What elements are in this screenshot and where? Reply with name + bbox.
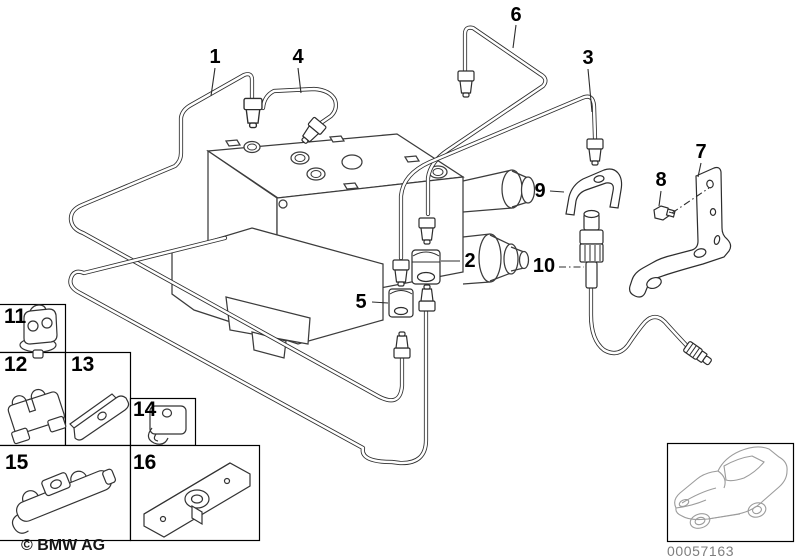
coupling-2: [411, 249, 441, 285]
bolt-8: [653, 205, 676, 221]
fitting-pipe-6: [457, 70, 475, 98]
car-thumbnail-box: [666, 442, 795, 543]
callout-14: 14: [133, 398, 157, 421]
abs-hydraulic-unit: [171, 133, 536, 359]
copyright-text: © BMW AG: [21, 537, 106, 554]
callout-8: 8: [655, 169, 667, 191]
callout-1: 1: [209, 46, 221, 68]
callout-6: 6: [510, 4, 522, 26]
callout-12: 12: [4, 353, 28, 376]
callout-2: 2: [464, 250, 476, 272]
callout-11: 11: [4, 305, 27, 328]
fitting-pipe-3: [586, 138, 604, 166]
callout-9: 9: [534, 180, 546, 202]
bracket-9: [565, 168, 623, 216]
pipe-4: [263, 89, 336, 125]
clip-11-drawing: [19, 304, 58, 359]
car-sketch-icon: [674, 446, 788, 529]
clip-13-drawing: [69, 393, 130, 441]
fitting-below-coupling-2: [418, 284, 436, 312]
hose-banjo-fitting: [683, 341, 712, 366]
clip-15-drawing: [11, 468, 117, 534]
callout-15: 15: [5, 451, 29, 474]
callout-3: 3: [582, 47, 594, 69]
leader-lines: [210, 24, 710, 304]
callout-7: 7: [695, 141, 707, 163]
callout-16: 16: [133, 451, 157, 474]
callout-10: 10: [532, 255, 556, 277]
fitting-below-coupling-5: [393, 331, 411, 359]
callout-13: 13: [71, 353, 95, 376]
callout-5: 5: [355, 291, 367, 313]
part-number-stamp: 00057163: [667, 543, 735, 559]
clip-14-drawing: [147, 405, 187, 445]
hose-end-assembly: [579, 209, 604, 289]
fitting-pipe-1: [243, 97, 263, 129]
coupling-5: [388, 288, 414, 318]
callout-4: 4: [292, 46, 304, 68]
bracket-7: [628, 166, 732, 298]
clip-12-drawing: [7, 388, 67, 445]
clip-16-drawing: [143, 462, 251, 538]
